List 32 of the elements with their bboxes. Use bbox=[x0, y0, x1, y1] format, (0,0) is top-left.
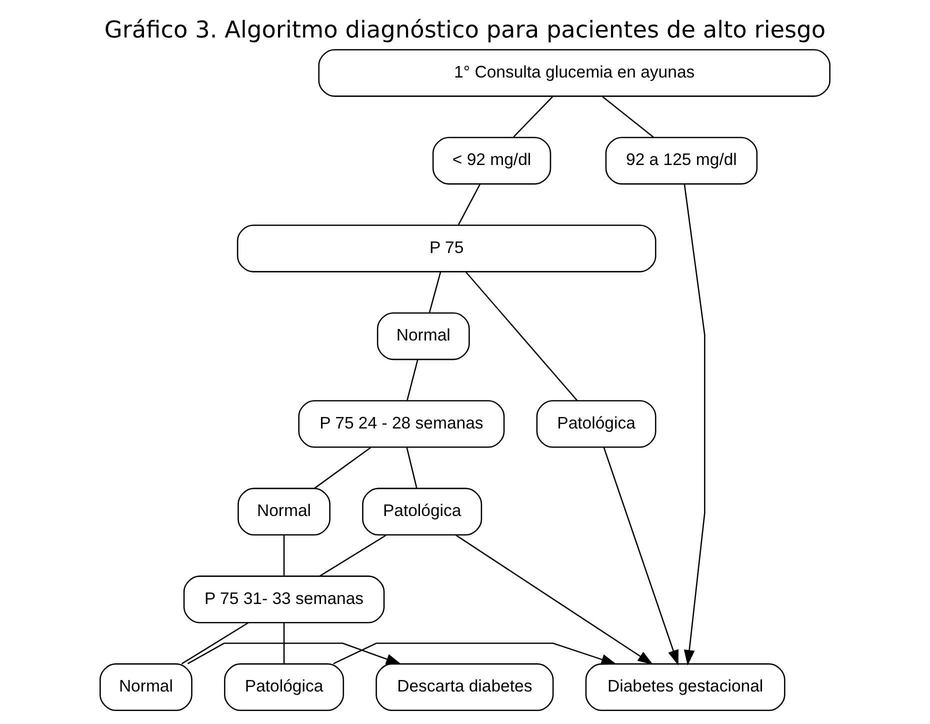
node-box: P 75 bbox=[236, 224, 656, 272]
node-box: Patológica bbox=[224, 663, 344, 712]
node-box: 92 a 125 mg/dl bbox=[605, 136, 758, 185]
node-box: Patológica bbox=[536, 400, 656, 448]
connector bbox=[283, 535, 285, 576]
node-box: Normal bbox=[376, 312, 470, 360]
connector bbox=[406, 447, 418, 488]
connector bbox=[283, 623, 285, 664]
arrow bbox=[603, 447, 678, 666]
arrow bbox=[187, 642, 402, 664]
node-box: 1° Consulta glucemia en ayunas bbox=[318, 49, 830, 97]
connector bbox=[602, 96, 654, 138]
node-box: Normal bbox=[238, 488, 330, 536]
node-box: < 92 mg/dl bbox=[432, 136, 552, 185]
diagram-title: Gráfico 3. Algoritmo diagnóstico para pacientes de alto riesgo bbox=[104, 16, 826, 44]
node-box: Normal bbox=[100, 663, 192, 712]
arrow bbox=[333, 642, 617, 665]
arrow bbox=[684, 184, 706, 666]
connector bbox=[458, 184, 480, 225]
node-box: P 75 31- 33 semanas bbox=[183, 576, 385, 624]
connector bbox=[314, 447, 371, 489]
arrow bbox=[456, 534, 654, 665]
node-box: Patológica bbox=[362, 488, 482, 536]
connector bbox=[428, 272, 442, 313]
node-box: Diabetes gestacional bbox=[585, 663, 786, 712]
connector bbox=[513, 96, 554, 138]
connector bbox=[181, 622, 248, 664]
node-box: P 75 24 - 28 semanas bbox=[298, 400, 505, 448]
node-box: Descarta diabetes bbox=[376, 663, 554, 712]
connector bbox=[465, 272, 578, 401]
connector bbox=[319, 534, 387, 577]
connector bbox=[406, 360, 418, 400]
